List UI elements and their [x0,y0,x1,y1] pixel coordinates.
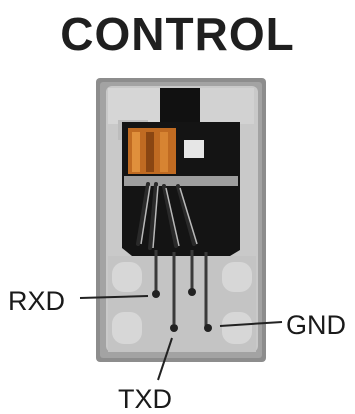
pin-txd [170,324,178,332]
control-title: CONTROL [60,8,295,60]
pin-gnd [204,324,212,332]
leader-lines [79,295,283,381]
latch-opening [160,88,200,124]
pin-rxd [152,290,160,298]
contact-wires [136,182,196,250]
pin-leads [154,250,208,326]
gnd-label: GND [286,310,346,340]
txd-label: TXD [118,384,172,414]
rxd-label: RXD [8,286,66,316]
pin-2 [188,288,196,296]
